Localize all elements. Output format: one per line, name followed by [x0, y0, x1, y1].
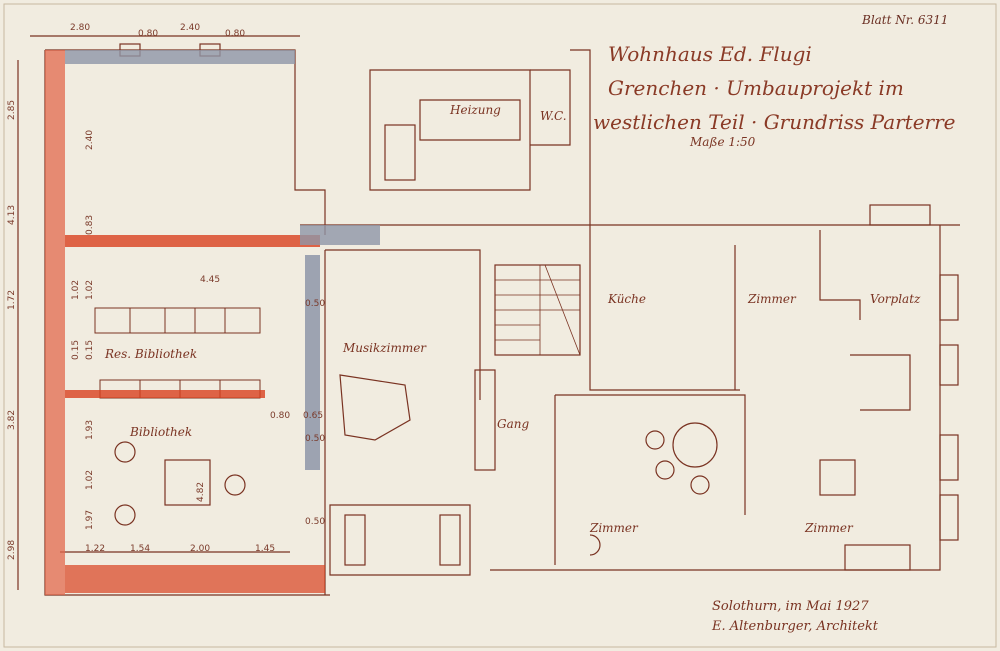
room-label-zimmer-3: Zimmer [805, 521, 853, 535]
room-label-heizung: Heizung [450, 103, 501, 117]
dim-left-5: 2.98 [7, 539, 17, 560]
dim-v-6: 0.15 [85, 339, 95, 360]
dim-inner-1: 4.45 [200, 275, 221, 285]
scale-label: Maße 1:50 [690, 135, 756, 149]
wall-outer-right [490, 225, 941, 571]
title-line-2: Grenchen · Umbauprojekt im [608, 76, 904, 100]
sheet-number: Blatt Nr. 6311 [862, 13, 949, 27]
gang-partition [474, 369, 496, 471]
title-line-1: Wohnhaus Ed. Flugi [608, 42, 812, 66]
wall-heizung [369, 69, 531, 191]
bay-seat-right [439, 514, 461, 566]
dim-v-1: 2.40 [85, 129, 95, 150]
dim-left-3: 1.72 [7, 289, 17, 310]
plan-linework [17, 35, 960, 596]
dim-inner-4: 0.65 [303, 411, 324, 421]
wall-vorplatz-lower [850, 354, 911, 411]
chair-2 [655, 460, 675, 480]
wall-zimmer-mid [555, 394, 746, 515]
room-label-wc: W.C. [540, 109, 567, 123]
dim-inner-7: 0.50 [305, 517, 326, 527]
signature-architect: E. Altenburger, Architekt [712, 619, 878, 634]
grand-piano [339, 374, 411, 441]
wall-heizung-inner [419, 99, 521, 141]
dim-v-9: 1.97 [85, 509, 95, 530]
dim-left-4: 3.82 [7, 409, 17, 430]
dim-v-4: 1.02 [85, 279, 95, 300]
dim-v-7: 1.93 [85, 419, 95, 440]
room-label-bibliothek: Bibliothek [130, 425, 193, 439]
wall-kueche [589, 230, 740, 391]
sheet-border [3, 3, 997, 648]
dim-v-8: 1.02 [85, 469, 95, 490]
library-chair-3 [224, 474, 246, 496]
dim-left-1: 2.85 [7, 99, 17, 120]
dim-inner-2: 4.82 [196, 481, 206, 502]
signature-place-date: Solothurn, im Mai 1927 [712, 599, 869, 614]
room-label-kueche: Küche [608, 292, 646, 306]
dim-v-5: 0.15 [71, 339, 81, 360]
window-bay [329, 504, 471, 576]
colored-walls [45, 50, 380, 595]
room-label-zimmer-1: Zimmer [748, 292, 796, 306]
round-table [672, 422, 718, 468]
boiler-fixture [384, 124, 416, 181]
room-label-vorplatz: Vorplatz [870, 292, 921, 306]
wall-wc-side [570, 49, 591, 230]
dim-inner-3: 0.80 [270, 411, 291, 421]
dim-bottom-2: 1.54 [130, 544, 151, 554]
grey-wall-corner [300, 225, 380, 245]
library-table [164, 459, 211, 506]
dim-top-1: 2.80 [70, 23, 91, 33]
grey-wall-top [65, 50, 295, 64]
dim-top-4: 0.80 [225, 29, 246, 39]
dim-inner-6: 0.50 [305, 434, 326, 444]
windows-right [939, 274, 959, 541]
room-label-zimmer-2: Zimmer [590, 521, 638, 535]
dim-bottom-4: 1.45 [255, 544, 276, 554]
dim-v-3: 1.02 [71, 279, 81, 300]
dim-left-2: 4.13 [7, 204, 17, 225]
room-label-res-bibliothek: Res. Bibliothek [105, 347, 198, 361]
dim-bottom-3: 2.00 [190, 544, 211, 554]
red-wall-top [65, 235, 320, 247]
zimmer-bench [844, 544, 911, 571]
grey-wall-vertical [305, 255, 320, 470]
wall-musik-top [325, 249, 481, 400]
dim-v-2: 0.83 [85, 214, 95, 235]
red-wall-bottom [65, 565, 325, 593]
title-line-3: westlichen Teil · Grundriss Parterre [593, 110, 956, 134]
red-wall-left [45, 50, 65, 595]
dim-top-3: 2.40 [180, 23, 201, 33]
dim-inner-5: 0.50 [305, 299, 326, 309]
room-label-musikzimmer: Musikzimmer [343, 341, 427, 355]
bay-seat-left [344, 514, 366, 566]
zimmer-table [819, 459, 856, 496]
chair-3 [690, 475, 710, 495]
stove-arc [589, 534, 601, 556]
chair-1 [645, 430, 665, 450]
wall-wc [530, 69, 571, 146]
stair-treads [495, 264, 581, 356]
library-chair-2 [114, 504, 136, 526]
room-label-gang: Gang [497, 417, 530, 431]
red-wall-mid [65, 390, 265, 398]
wall-vorplatz [819, 230, 861, 320]
dim-top-2: 0.80 [138, 29, 159, 39]
dim-bottom-1: 1.22 [85, 544, 106, 554]
library-chair-1 [114, 441, 136, 463]
